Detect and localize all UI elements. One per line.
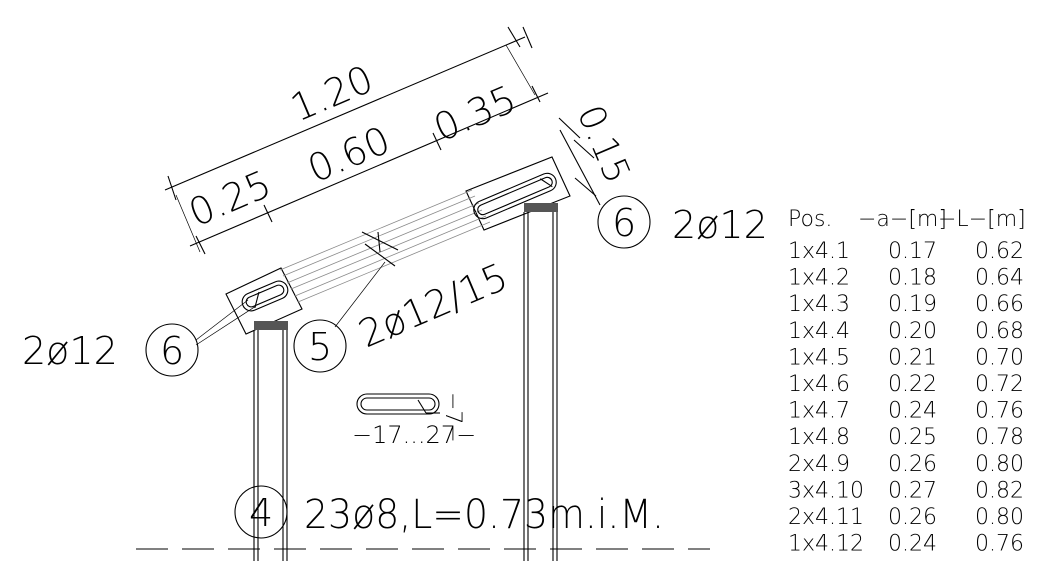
table-cell: 1x4.6 — [788, 372, 850, 397]
table-cell: 0.24 — [888, 532, 937, 557]
table-cell: 1x4.1 — [788, 239, 850, 264]
table-cell: 0.82 — [975, 478, 1024, 503]
table-cell: 0.76 — [975, 399, 1024, 424]
pos5-text: 2ø12/15 — [352, 254, 514, 356]
dim-right-label: 0.35 — [427, 77, 522, 151]
table-cell: 0.20 — [888, 319, 937, 344]
table-cell: 1x4.4 — [788, 319, 850, 344]
table-cell: 0.26 — [888, 505, 937, 530]
table-cell: 0.18 — [888, 266, 937, 291]
pos5-number: 5 — [308, 325, 332, 369]
table-cell: 0.78 — [975, 425, 1024, 450]
table-cell: 0.19 — [888, 292, 937, 317]
table-cell: 1x4.5 — [788, 345, 850, 370]
pos4-number: 4 — [249, 491, 273, 535]
table-cell: 0.22 — [888, 372, 937, 397]
table-cell: 0.80 — [975, 505, 1024, 530]
callout-pos4: 4 23ø8,L=0.73m.i.M. — [234, 485, 664, 539]
table-header-cell: −L−[m] — [938, 207, 1026, 232]
dim-middle-label: 0.60 — [301, 118, 396, 192]
stirrup-detail: −17...27− −7− — [352, 392, 476, 449]
table-cell: 0.62 — [975, 239, 1024, 264]
dimension-labels: 1.20 0.25 0.60 0.35 0.15 — [182, 57, 637, 236]
table-header-cell: Pos. — [788, 207, 832, 232]
callout-pos6-left: 6 2ø12 — [22, 299, 257, 377]
table-cell: 1x4.7 — [788, 399, 850, 424]
table-cell: 0.76 — [975, 532, 1024, 557]
callout-pos5: 5 2ø12/15 — [293, 254, 514, 373]
table-cell: 1x4.2 — [788, 266, 850, 291]
table-cell: 2x4.11 — [788, 505, 864, 530]
dimension-lines — [164, 26, 601, 255]
table-cell: 0.80 — [975, 452, 1024, 477]
pos6-left-text: 2ø12 — [22, 329, 118, 373]
table-cell: 0.21 — [888, 345, 937, 370]
stirrup-width-label: −17...27− — [352, 421, 476, 449]
table-cell: 0.17 — [888, 239, 937, 264]
table-cell: 0.68 — [975, 319, 1024, 344]
pos6-right-number: 6 — [612, 201, 636, 245]
table-cell: 1x4.8 — [788, 425, 850, 450]
pos4-text: 23ø8,L=0.73m.i.M. — [304, 492, 664, 538]
dim-left-label: 0.25 — [182, 162, 277, 236]
table-cell: 1x4.12 — [788, 532, 864, 557]
table-cell: 0.26 — [888, 452, 937, 477]
table-cell: 2x4.9 — [788, 452, 850, 477]
table-cell: 0.25 — [888, 425, 937, 450]
table-cell: 0.24 — [888, 399, 937, 424]
table-cell: 0.72 — [975, 372, 1024, 397]
pos6-left-number: 6 — [160, 329, 184, 373]
support-walls — [136, 212, 710, 561]
table-cell: 1x4.3 — [788, 292, 850, 317]
table-header-cell: −a−[m] — [858, 207, 947, 232]
table-cell: 0.70 — [975, 345, 1024, 370]
table-cell: 3x4.10 — [788, 478, 864, 503]
table-cell: 0.66 — [975, 292, 1024, 317]
callout-pos6-right: 6 2ø12 — [597, 195, 768, 249]
table-cell: 0.64 — [975, 266, 1024, 291]
pos6-right-text: 2ø12 — [672, 203, 768, 247]
table-cell: 0.27 — [888, 478, 937, 503]
slab-section — [225, 156, 571, 335]
stirrup-height-label: −7− — [440, 392, 465, 443]
